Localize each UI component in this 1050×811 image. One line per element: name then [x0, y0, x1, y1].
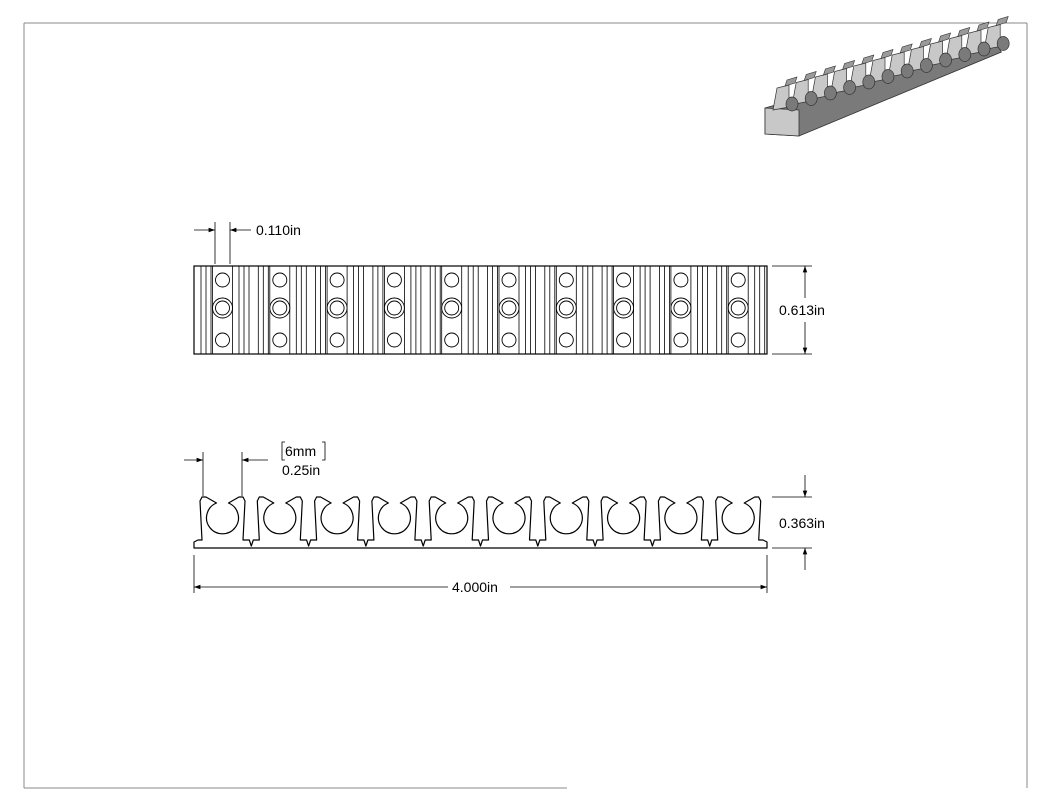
- top-hole: [329, 272, 345, 288]
- iso-clip-top: [784, 76, 798, 87]
- top-hole: [730, 272, 746, 288]
- dimension-label-slot-width-in: 0.25in: [282, 462, 320, 478]
- iso-clip-top: [803, 71, 817, 81]
- top-hole: [444, 272, 460, 288]
- top-center-hole-inner: [558, 300, 574, 316]
- dimension-label-top-height: 0.613in: [779, 302, 825, 318]
- iso-clip-bore: [804, 91, 818, 106]
- dimension-label-length: 4.000in: [452, 579, 498, 595]
- top-center-hole-inner: [616, 300, 632, 316]
- iso-clip-bore: [977, 41, 991, 57]
- dimension-slot-width: [184, 452, 268, 496]
- top-hole: [501, 332, 517, 348]
- top-hole: [673, 272, 689, 288]
- front-view-profile: [193, 496, 768, 549]
- iso-clip-bore: [920, 58, 933, 73]
- dimension-length: [193, 555, 768, 593]
- top-hole: [558, 332, 574, 348]
- top-center-hole-inner: [329, 300, 345, 316]
- iso-clip-top: [880, 49, 894, 59]
- iso-clip-top: [938, 32, 952, 43]
- top-center-hole-inner: [673, 300, 689, 316]
- sheet-frame: [23, 22, 1028, 789]
- top-center-hole-inner: [444, 300, 460, 316]
- top-center-hole-inner: [272, 300, 288, 316]
- dimension-label-slot-spacing: 0.110in: [256, 222, 301, 238]
- iso-clip-top: [842, 60, 856, 70]
- dimension-top-height: [772, 265, 812, 355]
- iso-clip-top: [861, 54, 875, 65]
- iso-end-face: [764, 107, 800, 137]
- top-hole: [501, 272, 517, 288]
- top-hole: [329, 332, 345, 348]
- iso-clip-bore: [862, 74, 876, 90]
- dimension-bracket-mm: [281, 441, 326, 461]
- top-hole: [215, 332, 230, 348]
- top-view: [193, 265, 768, 355]
- iso-clip-top: [957, 27, 971, 37]
- front-view: [193, 496, 768, 549]
- top-center-hole-inner: [386, 300, 402, 316]
- iso-clip-bore: [996, 36, 1010, 51]
- iso-clip-top: [995, 16, 1009, 26]
- top-hole: [215, 272, 230, 288]
- iso-clip-bore: [900, 63, 914, 79]
- dimension-front-height: [772, 475, 812, 570]
- top-hole: [272, 332, 288, 348]
- iso-clip-top: [976, 21, 990, 32]
- top-hole: [616, 332, 632, 348]
- iso-clip-bore: [958, 47, 972, 62]
- iso-clip-bore: [824, 85, 837, 101]
- iso-clip-bore: [881, 69, 895, 84]
- isometric-view: [764, 16, 1010, 137]
- iso-clip-bore: [785, 96, 799, 112]
- iso-clip-top: [822, 65, 836, 76]
- top-hole: [386, 332, 402, 348]
- top-center-hole-inner: [501, 300, 517, 316]
- top-view-features: [200, 266, 766, 354]
- top-hole: [558, 272, 574, 288]
- top-center-hole-inner: [730, 300, 746, 316]
- dimension-label-front-height: 0.363in: [779, 515, 825, 531]
- top-hole: [386, 272, 402, 288]
- top-hole: [272, 272, 288, 288]
- dimension-slot-spacing: [194, 222, 251, 264]
- iso-clip-bore: [939, 52, 952, 68]
- iso-clip-bore: [843, 80, 856, 95]
- top-hole: [444, 332, 460, 348]
- top-center-hole-inner: [215, 300, 230, 316]
- top-hole: [730, 332, 746, 348]
- dimension-label-slot-width-mm: 6mm: [285, 443, 316, 459]
- iso-clip-top: [899, 43, 913, 54]
- iso-clip-top: [918, 38, 932, 48]
- top-hole: [616, 272, 632, 288]
- top-hole: [673, 332, 689, 348]
